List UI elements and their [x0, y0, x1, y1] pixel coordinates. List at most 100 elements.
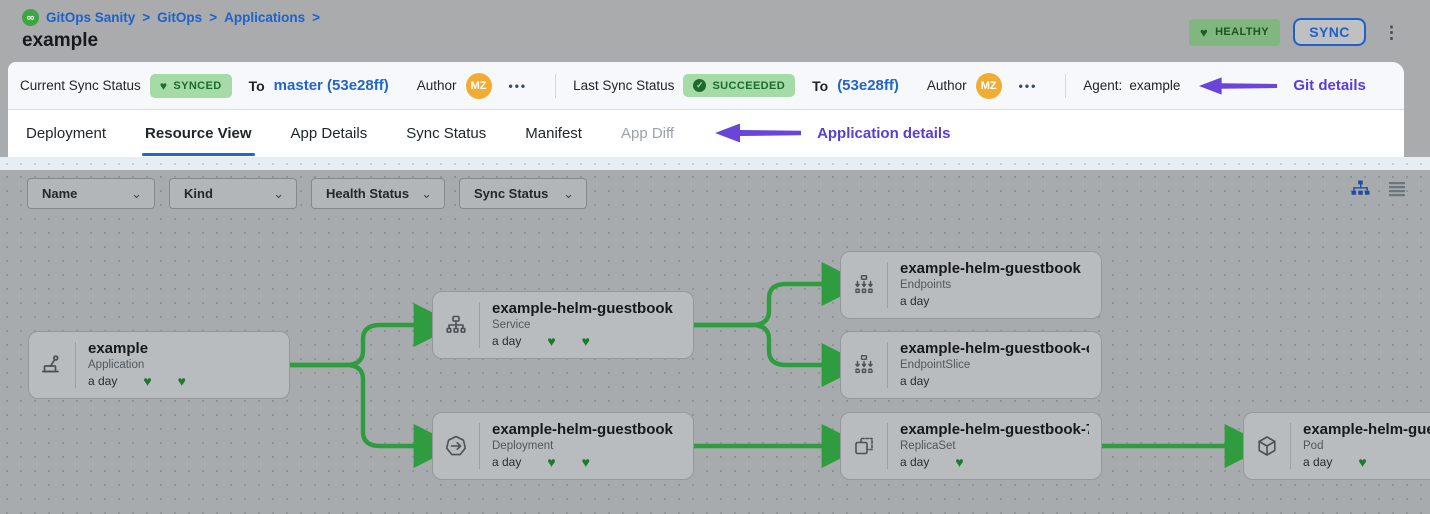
app-status-card: Current Sync Status ♥ SYNCED To master (… — [8, 62, 1404, 157]
to-label: To — [248, 77, 265, 94]
succeeded-badge-label: SUCCEEDED — [712, 79, 786, 92]
author-label: Author — [416, 78, 457, 93]
author-label: Author — [926, 78, 967, 93]
node-kind: Deployment — [492, 440, 554, 452]
list-view-icon[interactable] — [1388, 181, 1406, 197]
divider — [555, 73, 557, 98]
node-title: example-helm-guestbook — [900, 260, 1081, 277]
synced-badge-label: SYNCED — [173, 79, 222, 92]
service-icon — [433, 292, 479, 358]
git-details-text: Git details — [1293, 77, 1366, 94]
chevron-down-icon: ⌄ — [273, 185, 284, 201]
node-deployment-example-helm-guestbook[interactable]: example-helm-guestbook Deployment a day … — [432, 412, 694, 480]
endpointslice-icon — [841, 332, 887, 398]
health-heart-icon: ♥ — [955, 454, 964, 470]
last-commit-link[interactable]: (53e28ff) — [837, 77, 899, 94]
filter-name-dropdown[interactable]: Name ⌄ — [27, 178, 155, 209]
heart-icon: ♥ — [1199, 24, 1209, 40]
breadcrumb-link-applications[interactable]: Applications — [224, 10, 306, 25]
tab-manifest[interactable]: Manifest — [525, 124, 582, 142]
view-toggle — [1351, 180, 1406, 198]
more-options-icon[interactable]: ••• — [508, 78, 528, 93]
node-endpointslice-example-helm-guestbook[interactable]: example-helm-guestbook-ct... EndpointSli… — [840, 331, 1102, 399]
filter-kind-dropdown[interactable]: Kind ⌄ — [169, 178, 297, 209]
tab-sync-status[interactable]: Sync Status — [406, 124, 487, 142]
author-avatar: MZ — [975, 72, 1002, 99]
check-circle-icon: ✓ — [693, 79, 707, 92]
node-kind: Application — [88, 359, 145, 371]
tab-resource-view[interactable]: Resource View — [142, 110, 255, 156]
top-bar: ∞ GitOps Sanity > GitOps > Applications … — [0, 0, 1430, 62]
node-age: a day — [900, 455, 930, 469]
filter-kind-label: Kind — [184, 186, 213, 201]
divider — [887, 342, 888, 388]
git-details-annotation: Git details — [1197, 76, 1366, 96]
node-application-example[interactable]: example Application a day ♥ ♥ — [28, 331, 290, 399]
node-service-example-helm-guestbook[interactable]: example-helm-guestbook Service a day ♥ ♥ — [432, 291, 694, 359]
node-meta: a day ♥ ♥ — [88, 374, 277, 388]
tab-app-details[interactable]: App Details — [290, 124, 368, 142]
filter-health-status-label: Health Status — [326, 186, 410, 201]
filter-bar: Name ⌄ Kind ⌄ Health Status ⌄ Sync Statu… — [27, 178, 587, 209]
heart-icon: ♥ — [159, 78, 168, 93]
health-heart-icon: ♥ — [177, 373, 186, 389]
tab-app-diff[interactable]: App Diff — [620, 124, 675, 142]
more-options-icon[interactable]: ••• — [1018, 78, 1038, 93]
sync-status-bar: Current Sync Status ♥ SYNCED To master (… — [8, 62, 1404, 110]
node-age: a day — [900, 294, 930, 308]
agent-value: example — [1129, 78, 1181, 93]
synced-badge: ♥ SYNCED — [149, 73, 232, 98]
node-content: example Application a day ♥ ♥ — [76, 332, 289, 398]
to-label: To — [812, 77, 829, 94]
breadcrumb-link-gitops[interactable]: GitOps — [157, 10, 203, 25]
filter-health-status-dropdown[interactable]: Health Status ⌄ — [311, 178, 445, 209]
current-sync-status-label: Current Sync Status — [20, 78, 141, 93]
divider — [1290, 423, 1291, 469]
breadcrumb-separator: > — [209, 10, 218, 25]
node-meta: a day ♥ ♥ — [492, 455, 681, 469]
node-content: example-helm-guest Pod a day ♥ — [1291, 413, 1430, 479]
kebab-menu-icon[interactable]: ⋮ — [1383, 22, 1400, 42]
health-heart-icon: ♥ — [1358, 454, 1367, 470]
node-title: example-helm-guestbook-ct... — [900, 340, 1089, 357]
breadcrumb-separator: > — [312, 10, 320, 25]
application-details-text: Application details — [817, 124, 951, 142]
node-pod-example-helm-guestbook[interactable]: example-helm-guest Pod a day ♥ — [1243, 412, 1430, 480]
purple-arrow-left-icon — [1199, 76, 1278, 95]
filter-sync-status-dropdown[interactable]: Sync Status ⌄ — [459, 178, 587, 209]
succeeded-badge: ✓ SUCCEEDED — [683, 74, 796, 97]
node-title: example — [88, 340, 149, 357]
current-commit-link[interactable]: master (53e28ff) — [273, 77, 389, 94]
breadcrumb: ∞ GitOps Sanity > GitOps > Applications … — [22, 9, 320, 26]
page-title: example — [22, 30, 99, 51]
node-content: example-helm-guestbook-ct... EndpointSli… — [888, 332, 1101, 398]
chevron-down-icon: ⌄ — [563, 185, 574, 201]
canvas-top-band — [0, 157, 1430, 170]
gitops-logo-icon: ∞ — [22, 9, 39, 26]
health-badge-label: HEALTHY — [1215, 26, 1269, 38]
node-endpoints-example-helm-guestbook[interactable]: example-helm-guestbook Endpoints a day — [840, 251, 1102, 319]
divider — [479, 423, 480, 469]
node-title: example-helm-guestbook — [492, 421, 673, 438]
tree-view-icon[interactable] — [1351, 180, 1370, 198]
divider — [75, 342, 76, 388]
divider — [887, 423, 888, 469]
sync-button[interactable]: SYNC — [1293, 18, 1366, 46]
node-title: example-helm-guestbook — [492, 300, 673, 317]
divider — [479, 302, 480, 348]
node-age: a day — [492, 334, 522, 348]
tab-deployment[interactable]: Deployment — [26, 124, 107, 142]
node-kind: Pod — [1303, 440, 1324, 452]
author-avatar: MZ — [465, 72, 492, 99]
divider — [1065, 73, 1067, 98]
app-tabs: Deployment Resource View App Details Syn… — [8, 110, 1404, 156]
pod-icon — [1244, 413, 1290, 479]
node-age: a day — [88, 374, 118, 388]
breadcrumb-link-project[interactable]: GitOps Sanity — [46, 10, 136, 25]
node-replicaset-example-helm-guestbook[interactable]: example-helm-guestbook-74... ReplicaSet … — [840, 412, 1102, 480]
filter-sync-status-label: Sync Status — [474, 186, 549, 201]
node-meta: a day — [900, 294, 1089, 308]
node-age: a day — [1303, 455, 1333, 469]
breadcrumb-separator: > — [142, 10, 151, 25]
